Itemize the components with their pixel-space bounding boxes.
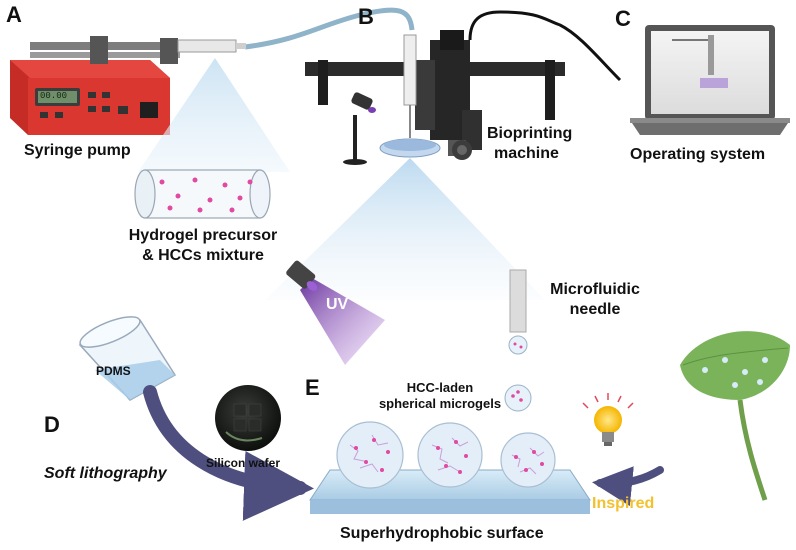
inspired-label: Inspired bbox=[592, 495, 655, 512]
beaker-icon bbox=[78, 316, 177, 401]
needle-label-line1: Microfluidic bbox=[550, 281, 640, 298]
silicon-wafer-label: Silicon wafer bbox=[206, 456, 281, 470]
bioprinting-label-line1: Bioprinting bbox=[487, 125, 573, 142]
superhydrophobic-label: Superhydrophobic surface bbox=[340, 525, 544, 542]
tubing bbox=[244, 7, 415, 50]
panel-label-b: B bbox=[358, 4, 374, 29]
pdms-label: PDMS bbox=[96, 364, 131, 378]
needle-label-line2: needle bbox=[569, 301, 621, 318]
precursor-label-line2: & HCCs mixture bbox=[142, 247, 264, 264]
microgels-label: HCC-laden spherical microgels bbox=[370, 380, 510, 412]
operating-system-label: Operating system bbox=[630, 146, 766, 163]
bioprinting-label: Bioprinting machine bbox=[487, 124, 572, 164]
laptop-icon bbox=[630, 25, 790, 135]
uv-lamp-icon bbox=[286, 260, 318, 291]
needle-label: Microfluidic needle bbox=[540, 280, 650, 320]
microgel-spheres-icon bbox=[336, 421, 556, 489]
pump-display-left: 00.00 bbox=[40, 91, 68, 101]
soft-lithography-arrow bbox=[143, 385, 314, 521]
precursor-label-line1: Hydrogel precursor bbox=[128, 227, 278, 244]
bioprinter-icon bbox=[305, 30, 565, 165]
uv-label: UV bbox=[326, 296, 349, 313]
panel-label-e: E bbox=[305, 375, 320, 400]
cable bbox=[468, 10, 622, 82]
microgels-label-line1: HCC-laden bbox=[406, 380, 474, 395]
microfluidic-needle-icon bbox=[504, 269, 532, 412]
syringe-cone bbox=[138, 58, 290, 172]
soft-lithography-label: Soft lithography bbox=[44, 465, 167, 482]
panel-label-c: C bbox=[615, 6, 631, 31]
hydrogel-tube-icon bbox=[134, 169, 271, 219]
silicon-wafer-icon bbox=[215, 385, 281, 451]
panel-label-a: A bbox=[6, 2, 22, 27]
printer-cone bbox=[265, 158, 545, 300]
uv-beam bbox=[300, 278, 385, 365]
syringe-pump-icon bbox=[10, 36, 246, 135]
lotus-leaf-icon bbox=[680, 331, 790, 501]
microgels-label-line2: spherical microgels bbox=[378, 396, 502, 411]
precursor-label: Hydrogel precursor & HCCs mixture bbox=[118, 226, 288, 266]
inspired-arrow bbox=[592, 466, 664, 507]
panel-label-d: D bbox=[44, 412, 60, 437]
light-bulb-icon bbox=[582, 393, 634, 446]
syringe-pump-label: Syringe pump bbox=[24, 142, 131, 159]
bioprinting-label-line2: machine bbox=[494, 145, 559, 162]
